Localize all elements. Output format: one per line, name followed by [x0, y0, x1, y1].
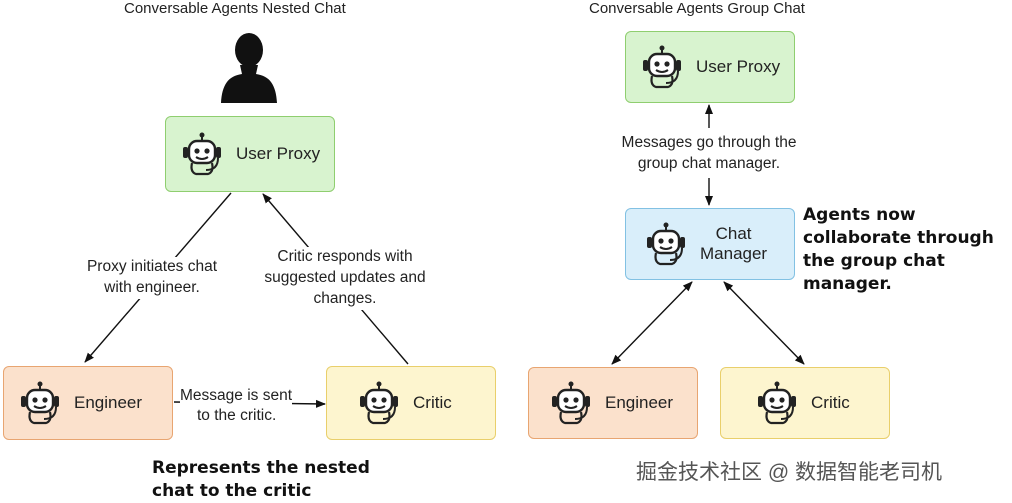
left-engineer-node: Engineer — [3, 366, 173, 440]
right-critic-node: Critic — [720, 367, 890, 439]
right-diagram-title: Conversable Agents Group Chat — [589, 0, 805, 17]
chat-manager-label: Chat Manager — [700, 224, 767, 265]
proxy-to-engineer-note: Proxy initiates chat with engineer. — [72, 257, 232, 299]
messages-through-manager-note: Messages go through the group chat manag… — [604, 133, 814, 175]
right-critic-label: Critic — [811, 392, 850, 412]
watermark-text: 掘金技术社区 @ 数据智能老司机 — [636, 461, 942, 484]
nested-chat-note: Represents the nested chat to the critic — [152, 458, 370, 501]
left-critic-label: Critic — [413, 392, 452, 412]
chat-manager-label-line2: Manager — [700, 244, 768, 263]
chat-manager-node: Chat Manager — [625, 208, 795, 280]
arrow-manager-critic — [723, 281, 805, 365]
arrow-manager-engineer — [611, 281, 693, 365]
left-engineer-label: Engineer — [74, 392, 143, 412]
robot-headset-icon — [360, 381, 398, 425]
left-user-proxy-node: User Proxy — [165, 116, 335, 192]
left-user-proxy-label: User Proxy — [236, 143, 321, 163]
robot-headset-icon — [183, 132, 221, 176]
collaborate-note: Agents now collaborate through the group… — [803, 205, 994, 294]
robot-headset-icon — [552, 381, 590, 425]
critic-to-proxy-note: Critic responds with suggested updates a… — [262, 247, 428, 310]
left-diagram-title: Conversable Agents Nested Chat — [124, 0, 346, 17]
message-sent-note: Message is sent — [180, 387, 292, 406]
robot-headset-icon — [647, 222, 685, 266]
chat-manager-label-line1: Chat — [715, 223, 752, 243]
right-engineer-node: Engineer — [528, 367, 698, 439]
message-sent-note-line2: to the critic. — [197, 407, 277, 424]
right-user-proxy-node: User Proxy — [625, 31, 795, 103]
right-engineer-label: Engineer — [605, 392, 674, 412]
robot-headset-icon — [643, 45, 681, 89]
robot-headset-icon — [21, 381, 59, 425]
right-user-proxy-label: User Proxy — [696, 56, 781, 76]
person-silhouette-icon — [221, 33, 277, 103]
left-critic-node: Critic — [326, 366, 496, 440]
robot-headset-icon — [758, 381, 796, 425]
